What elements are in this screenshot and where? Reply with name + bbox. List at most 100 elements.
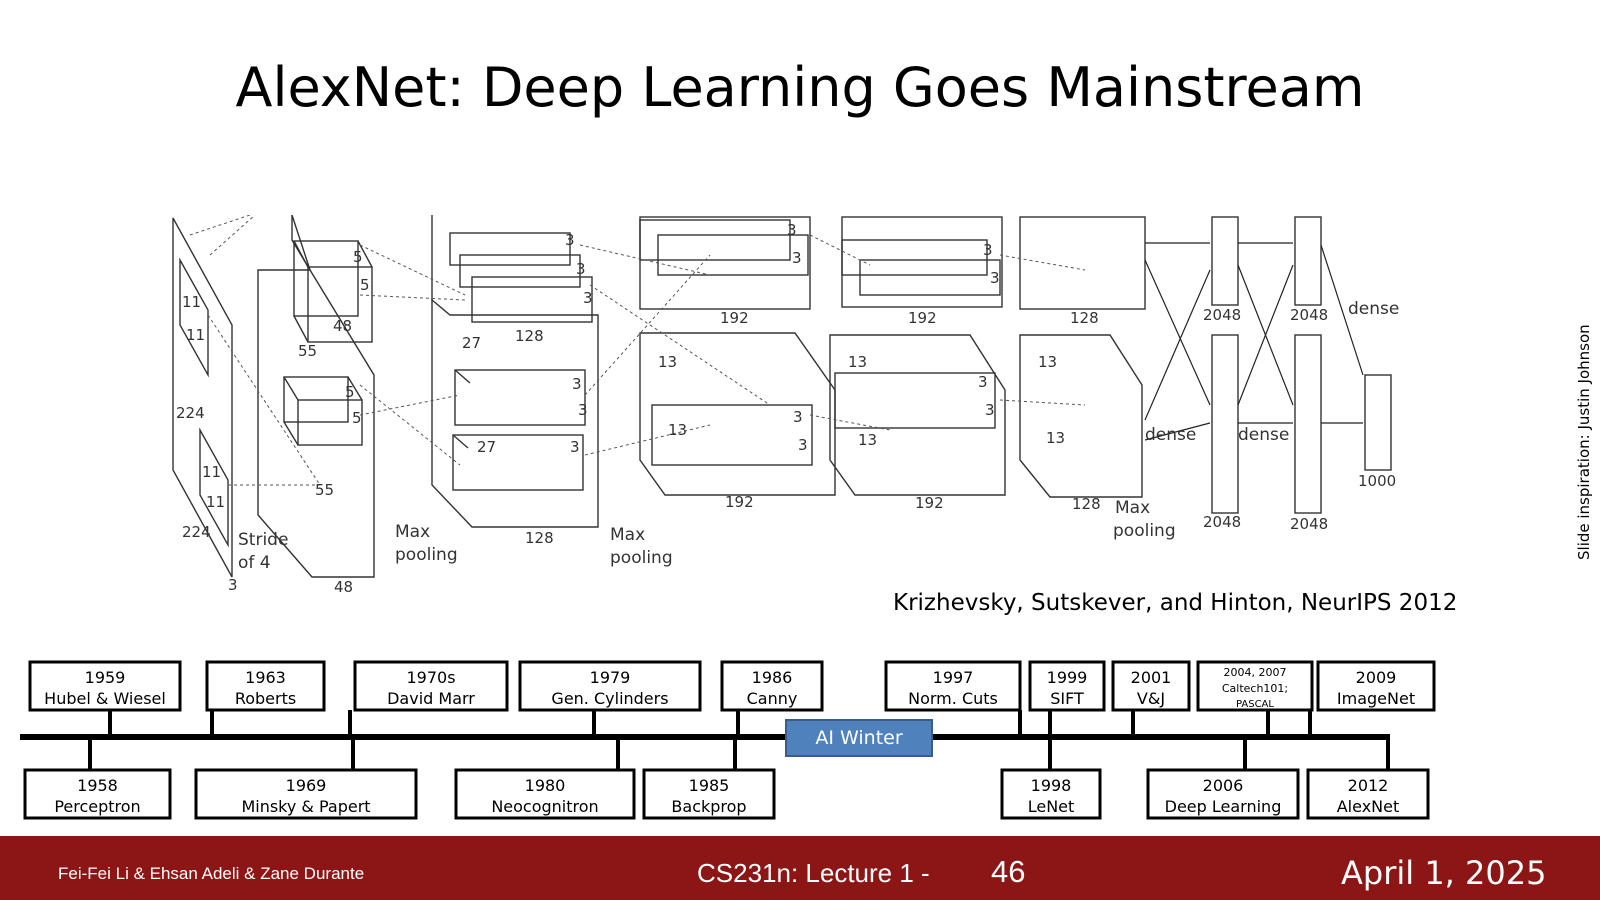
label: 3 [983,241,993,259]
label: pooling [1113,521,1176,541]
citation: Krizhevsky, Sutskever, and Hinton, NeurI… [893,590,1458,616]
timeline-box [205,660,326,712]
label: 224 [182,523,211,541]
label: 2048 [1203,513,1241,531]
label: 27 [462,334,481,352]
label: 11 [206,493,225,511]
label: 3 [985,401,995,419]
timeline-box [1028,660,1106,712]
label: 5 [353,248,363,266]
timeline-label: V&J [1137,689,1165,708]
timeline-box [454,768,636,820]
label: 128 [515,327,544,345]
label: 3 [576,260,586,278]
timeline-year: 1999 [1047,668,1088,687]
timeline-year: 1998 [1031,776,1072,795]
timeline-year: 1970s [406,668,455,687]
timeline-label-2: PASCAL [1236,699,1274,710]
label: 128 [1072,495,1101,513]
timeline-box [194,768,418,820]
timeline-axis [20,734,1390,740]
label: Stride [238,530,288,550]
label: 55 [315,481,334,499]
timeline-label: Canny [747,689,798,708]
label: 3 [787,221,797,239]
label: of 4 [238,553,271,573]
timeline-label: Roberts [235,689,296,708]
label: 3 [792,249,802,267]
label: 3 [578,401,588,419]
timeline-label: David Marr [387,689,475,708]
label: dense [1348,299,1399,319]
label: 3 [793,408,803,426]
label: 3 [990,269,1000,287]
conv5-volume [1019,216,1146,498]
label: 3 [978,373,988,391]
ai-winter-badge: AI Winter [785,719,933,757]
conv4-volume [829,216,1006,496]
timeline-year: 1958 [77,776,118,795]
label: 3 [565,231,575,249]
label: Max [1115,498,1150,518]
alexnet-architecture-diagram: 11 11 224 11 11 224 Stride of 4 3 55 55 … [172,215,1399,596]
timeline-year: 1963 [245,668,286,687]
footer: Fei-Fei Li & Ehsan Adeli & Zane Durante … [0,836,1600,900]
label: dense [1238,425,1289,445]
label: 48 [333,317,352,335]
dense-layers [1211,216,1392,514]
timeline-box [1306,768,1430,820]
timeline-label: Minsky & Papert [241,797,370,816]
label: 11 [186,326,205,344]
input-volume [172,217,233,578]
timeline-box [23,768,172,820]
label: 13 [668,421,687,439]
timeline-box [884,660,1022,712]
label: pooling [395,545,458,565]
timeline-box [518,660,702,712]
side-note: Slide inspiration: Justin Johnson [1575,324,1593,560]
label: pooling [610,548,673,568]
timeline-box [1146,768,1300,820]
timeline-box [1316,660,1436,712]
timeline-box [28,660,182,712]
label: 192 [908,309,937,327]
label: 5 [345,383,355,401]
label: 128 [1070,309,1099,327]
label: 2048 [1290,306,1328,324]
timeline-box [1111,660,1191,712]
label: 3 [798,436,808,454]
timeline-box [720,660,824,712]
label: 13 [658,353,677,371]
timeline-year: 1980 [525,776,566,795]
conv1-volume [257,215,375,578]
conv3-volume [639,216,836,496]
timeline-year: 1986 [752,668,793,687]
label: 192 [720,309,749,327]
timeline-year: 1969 [286,776,327,795]
timeline-box [1196,660,1314,712]
page-number: 46 [991,854,1026,889]
label: 128 [525,529,554,547]
label: 13 [858,431,877,449]
label: Max [610,525,645,545]
timeline-label: Deep Learning [1165,797,1282,816]
timeline-label: Backprop [671,797,746,816]
timeline-year: 1959 [85,668,126,687]
conv2-volume [431,215,599,528]
label: 13 [1046,429,1065,447]
timeline-year: 1997 [933,668,974,687]
footer-date: April 1, 2025 [1341,854,1547,892]
label: 11 [182,293,201,311]
timeline-year: 1985 [689,776,730,795]
timeline-label: LeNet [1028,797,1075,816]
timeline-label: AlexNet [1337,797,1400,816]
